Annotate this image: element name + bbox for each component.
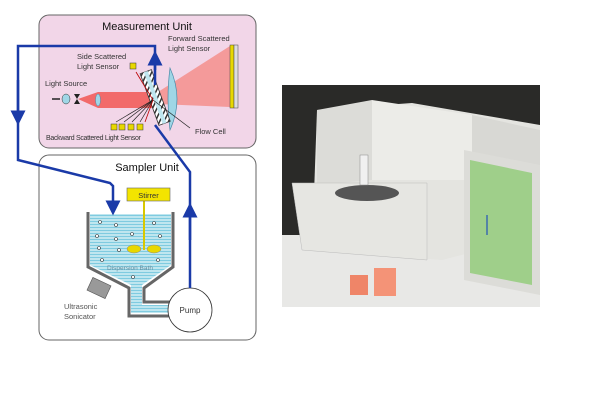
flow-cell [139, 69, 171, 126]
pump-label: Pump [180, 306, 201, 315]
light-source-label: Light Source [45, 79, 87, 88]
stirrer-box [126, 187, 171, 202]
side-sensor-label-1: Side Scattered [77, 52, 126, 61]
sampler-unit: Sampler Unit Stirrer Dispersion Bath Ult… [38, 154, 257, 341]
forward-sensor-label-2: Light Sensor [168, 44, 211, 53]
backward-sensors [110, 123, 144, 131]
fourier-lens [167, 66, 178, 132]
dispersion-bath-label: Dispersion Bath [107, 265, 153, 272]
sonicator-label-1: Ultrasonic [64, 302, 98, 311]
forward-sensor [229, 44, 235, 109]
dispersion-bath [90, 214, 171, 313]
instrument-photo [282, 85, 540, 307]
circulation-line [10, 44, 198, 288]
sonicator-label-2: Sonicator [64, 312, 96, 321]
particles [95, 220, 162, 279]
flow-cell-label: Flow Cell [195, 127, 226, 136]
sonicator-icon [86, 277, 112, 299]
backward-sensor-label: Backward Scattered Light Sensor [46, 135, 142, 142]
forward-sensor-label-1: Forward Scattered [168, 34, 230, 43]
side-sensor [129, 62, 137, 70]
measurement-unit: Measurement Unit Forward Scattered Light… [38, 14, 257, 149]
side-sensor-label-2: Light Sensor [77, 62, 120, 71]
laser-diffraction-diagram: Measurement Unit Forward Scattered Light… [10, 14, 257, 341]
sampler-unit-title: Sampler Unit [115, 162, 179, 174]
stirrer-label: Stirrer [138, 191, 159, 200]
measurement-unit-title: Measurement Unit [102, 21, 192, 33]
light-source-icon [52, 93, 101, 107]
